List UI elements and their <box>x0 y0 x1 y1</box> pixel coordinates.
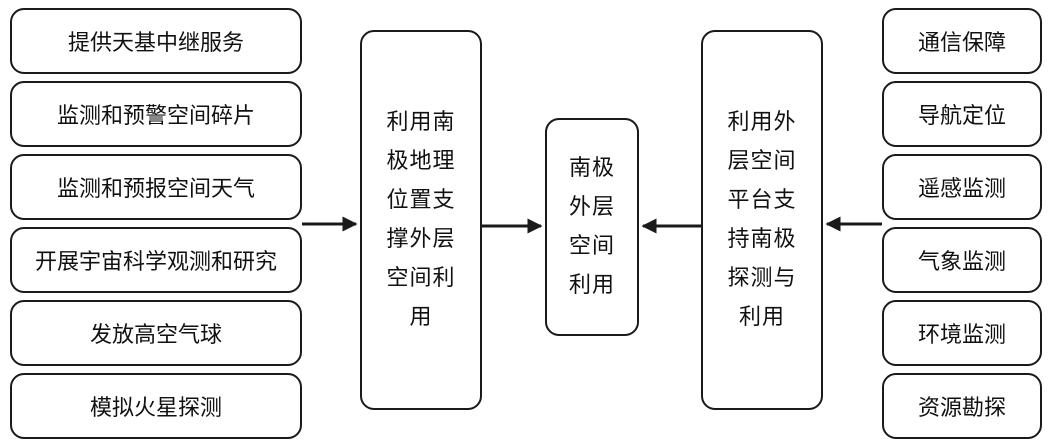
right-item-box: 导航定位 <box>882 81 1042 147</box>
left-item-label: 发放高空气球 <box>89 323 222 348</box>
right-item-label: 环境监测 <box>917 323 1006 348</box>
left-hub-line: 利用南 <box>386 110 456 135</box>
left-hub-line: 极地理 <box>386 149 456 174</box>
right-item-label: 通信保障 <box>917 31 1006 56</box>
left-item-box: 模拟火星探测 <box>10 373 302 439</box>
right-item-label: 资源勘探 <box>917 396 1006 421</box>
left-hub-line: 撑外层 <box>386 227 456 252</box>
right-hub-line: 利用外 <box>727 110 797 135</box>
right-hub-line: 层空间 <box>727 149 797 174</box>
left-hub-line: 空间利 <box>386 266 456 291</box>
right-hub-line: 平台支 <box>727 188 797 213</box>
left-item-label: 开展宇宙科学观测和研究 <box>34 250 277 275</box>
right-item-label: 导航定位 <box>917 104 1006 129</box>
right-item-label: 遥感监测 <box>917 177 1006 202</box>
center-box: 南极 外层 空间 利用 <box>545 118 639 336</box>
left-item-label: 监测和预警空间碎片 <box>56 104 255 129</box>
left-hub-line: 用 <box>409 305 433 330</box>
left-hub-box: 利用南 极地理 位置支 撑外层 空间利 用 <box>360 30 482 410</box>
right-item-box: 通信保障 <box>882 8 1042 74</box>
right-item-box: 遥感监测 <box>882 154 1042 220</box>
right-hub-text: 利用外 层空间 平台支 持南极 探测与 利用 <box>727 103 796 337</box>
right-hub-line: 利用 <box>738 305 785 330</box>
right-item-box: 气象监测 <box>882 227 1042 293</box>
left-item-label: 提供天基中继服务 <box>67 31 244 56</box>
center-line: 外层 <box>568 195 615 220</box>
left-item-label: 模拟火星探测 <box>89 396 222 421</box>
center-text: 南极 外层 空间 利用 <box>569 149 615 305</box>
center-line: 利用 <box>568 273 615 298</box>
left-item-box: 开展宇宙科学观测和研究 <box>10 227 302 293</box>
right-item-box: 资源勘探 <box>882 373 1042 439</box>
left-item-box: 发放高空气球 <box>10 300 302 366</box>
left-item-label: 监测和预报空间天气 <box>56 177 255 202</box>
left-item-box: 提供天基中继服务 <box>10 8 302 74</box>
right-item-label: 气象监测 <box>917 250 1006 275</box>
left-item-box: 监测和预报空间天气 <box>10 154 302 220</box>
center-line: 空间 <box>568 234 615 259</box>
left-item-box: 监测和预警空间碎片 <box>10 81 302 147</box>
left-hub-line: 位置支 <box>386 188 456 213</box>
center-line: 南极 <box>568 156 615 181</box>
right-hub-box: 利用外 层空间 平台支 持南极 探测与 利用 <box>701 30 823 410</box>
left-hub-text: 利用南 极地理 位置支 撑外层 空间利 用 <box>386 103 455 337</box>
right-hub-line: 持南极 <box>727 227 797 252</box>
right-item-box: 环境监测 <box>882 300 1042 366</box>
right-hub-line: 探测与 <box>727 266 797 291</box>
